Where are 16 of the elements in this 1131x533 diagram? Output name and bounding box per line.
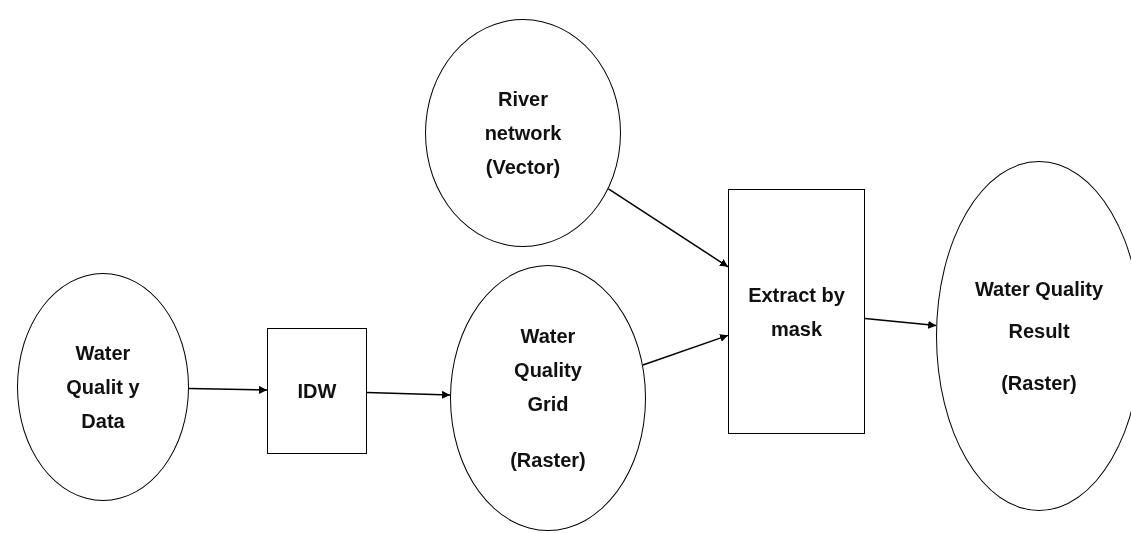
node-label: Water Quality <box>973 277 1105 302</box>
node-label: (Raster) <box>509 448 587 473</box>
arrow <box>188 385 268 394</box>
arrow <box>864 317 937 329</box>
arrow <box>642 334 729 366</box>
process-box <box>267 328 367 454</box>
arrow <box>607 188 729 268</box>
node-label: River network (Vector) <box>483 87 563 180</box>
node-label: Extract by mask <box>747 282 846 342</box>
process-box <box>728 189 865 434</box>
node-label: IDW <box>296 379 338 404</box>
node-label: (Raster) <box>1000 371 1078 396</box>
node-label: Water Quality Grid <box>513 324 583 417</box>
arrow <box>366 390 451 399</box>
node-label: Water Qualit y Data <box>65 341 141 434</box>
node-label: Result <box>1007 319 1071 344</box>
